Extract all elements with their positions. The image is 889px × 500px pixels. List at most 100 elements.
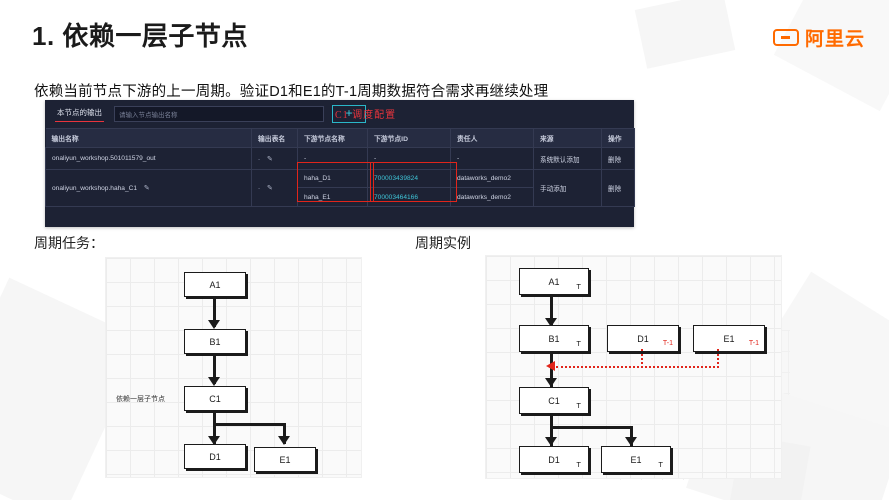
node-c1-period: T [576, 401, 581, 410]
delete-link[interactable]: 删除 [601, 169, 635, 207]
node-e1-t-label: E1 [630, 454, 642, 465]
node-output-search-input[interactable]: 请输入节点输出名称 [114, 106, 324, 122]
cell-output-name: onaliyun_workshop.501011579_out [45, 147, 252, 170]
node-e1-tminus1-period: T-1 [748, 340, 759, 347]
node-e1-tminus1-label: E1 [723, 333, 735, 344]
node-a1-period: T [576, 282, 581, 291]
col-owner: 责任人 [450, 128, 534, 148]
dependency-line-d1 [641, 349, 643, 368]
cell-downstream-name: - [297, 147, 368, 170]
edge-c1-d1 [550, 414, 553, 446]
owner-item: dataworks_demo2 [451, 170, 533, 188]
node-e1-tminus1: E1 T-1 [693, 325, 765, 352]
alibaba-cloud-logo: 阿里云 [772, 24, 865, 51]
console-panel: 本节点的输出 请输入节点输出名称 + C1 调度配置 输出名称 输出表名 下游节… [45, 100, 635, 227]
node-e1-period: T [658, 460, 663, 469]
table-header-row: 输出名称 输出表名 下游节点名称 下游节点ID 责任人 来源 操作 [45, 128, 635, 148]
node-a1-t-label: A1 [548, 276, 560, 287]
downstream-id-link[interactable]: 700003464166 [374, 193, 419, 201]
node-e1-label: E1 [279, 454, 291, 465]
table-row: onaliyun_workshop.haha_C1 ✎ - ✎ haha_D1 … [45, 169, 635, 207]
col-downstream-id: 下游节点ID [367, 128, 451, 148]
delete-link-disabled: 删除 [601, 147, 635, 170]
schedule-config-annotation: C1 调度配置 [335, 110, 397, 121]
arrowhead-a1-b1 [208, 320, 220, 329]
edge-a1-b1 [550, 295, 553, 327]
edge-b1-c1 [213, 354, 216, 384]
edit-icon[interactable]: ✎ [143, 185, 150, 192]
node-d1-tminus1: D1 T-1 [607, 325, 679, 352]
cell-output-table: - ✎ [251, 169, 298, 207]
arrowhead-c1-d1 [545, 437, 557, 446]
left-diagram-title: 周期任务： [34, 235, 104, 251]
edge-c1-e1-horizontal [550, 426, 633, 429]
node-d1-t: D1 T [519, 446, 589, 473]
arrowhead-a1-b1 [545, 318, 557, 327]
page-title: 1. 依赖一层子节点 [32, 21, 248, 51]
right-diagram-title: 周期实例 [415, 235, 471, 251]
cell-output-name: onaliyun_workshop.haha_C1 ✎ [45, 169, 252, 207]
node-d1-label: D1 [209, 451, 221, 462]
console-toolbar: 本节点的输出 请输入节点输出名称 + C1 调度配置 [45, 100, 634, 128]
edit-icon[interactable]: ✎ [267, 185, 273, 192]
node-e1: E1 [254, 447, 316, 472]
node-d1-tminus1-period: T-1 [662, 340, 673, 347]
arrowhead-dependency [546, 361, 555, 371]
table-row: onaliyun_workshop.501011579_out - ✎ - - … [45, 147, 635, 170]
node-a1-label: A1 [209, 279, 221, 290]
node-c1-t: C1 T [519, 387, 589, 414]
cell-source: 系统默认添加 [533, 147, 602, 170]
node-output-table: 输出名称 输出表名 下游节点名称 下游节点ID 责任人 来源 操作 onaliy… [45, 128, 635, 207]
downstream-name-item: haha_D1 [298, 170, 367, 188]
node-b1-t-label: B1 [548, 333, 560, 344]
arrowhead-c1-d1 [208, 436, 220, 445]
node-e1-t: E1 T [601, 446, 671, 473]
node-b1-t: B1 T [519, 325, 589, 352]
cell-downstream-id: - [367, 147, 451, 170]
col-output-table: 输出表名 [251, 128, 298, 148]
col-downstream-name: 下游节点名称 [297, 128, 368, 148]
tab-node-output[interactable]: 本节点的输出 [55, 106, 104, 122]
node-b1-label: B1 [209, 336, 221, 347]
output-table-value: - [258, 185, 261, 192]
arrowhead-b1-c1 [208, 377, 220, 386]
edge-c1-e1-vertical [283, 423, 286, 444]
node-a1: A1 [184, 272, 246, 297]
node-b1: B1 [184, 329, 246, 354]
node-d1-t-label: D1 [548, 454, 560, 465]
alibaba-cloud-mark-icon [772, 29, 799, 46]
node-d1-tminus1-label: D1 [637, 333, 649, 344]
node-c1-label: C1 [209, 393, 221, 404]
node-d1-period: T [576, 460, 581, 469]
cell-owner: - [450, 147, 534, 170]
cell-downstream-names: haha_D1 haha_E1 [297, 169, 368, 207]
right-diagram: A1 T B1 T D1 T-1 E1 T-1 C1 T D1 T E1 T [485, 255, 782, 479]
output-table-value: - [258, 155, 261, 163]
output-name-value: onaliyun_workshop.haha_C1 [52, 185, 138, 192]
node-b1-period: T [576, 339, 581, 348]
node-c1-t-label: C1 [548, 395, 560, 406]
left-diagram-caption: 依赖一层子节点 [116, 396, 165, 403]
node-d1: D1 [184, 444, 246, 469]
edge-a1-b1 [213, 297, 216, 327]
node-a1-t: A1 T [519, 268, 589, 295]
search-placeholder: 请输入节点输出名称 [119, 112, 178, 119]
downstream-id-link[interactable]: 700003439824 [368, 170, 450, 188]
cell-owners: dataworks_demo2 dataworks_demo2 [450, 169, 534, 207]
left-diagram: A1 B1 C1 依赖一层子节点 D1 E1 [105, 257, 362, 478]
edge-c1-d1 [213, 411, 216, 444]
subtitle: 依赖当前节点下游的上一周期。验证D1和E1的T-1周期数据符合需求再继续处理 [34, 84, 549, 100]
cell-source: 手动添加 [533, 169, 602, 207]
brand-wordmark: 阿里云 [804, 29, 865, 50]
add-output-button[interactable]: + [332, 105, 366, 123]
col-output-name: 输出名称 [45, 128, 252, 148]
owner-item: dataworks_demo2 [457, 193, 511, 201]
dependency-line-e1 [717, 349, 719, 368]
dependency-line-tminus1 [556, 366, 719, 368]
arrowhead-b1-c1 [545, 378, 557, 387]
downstream-name-item: haha_E1 [304, 193, 331, 201]
edge-c1-e1-horizontal [213, 423, 286, 426]
col-action: 操作 [601, 128, 635, 148]
arrowhead-c1-e1 [278, 436, 290, 445]
edit-icon[interactable]: ✎ [267, 155, 273, 163]
